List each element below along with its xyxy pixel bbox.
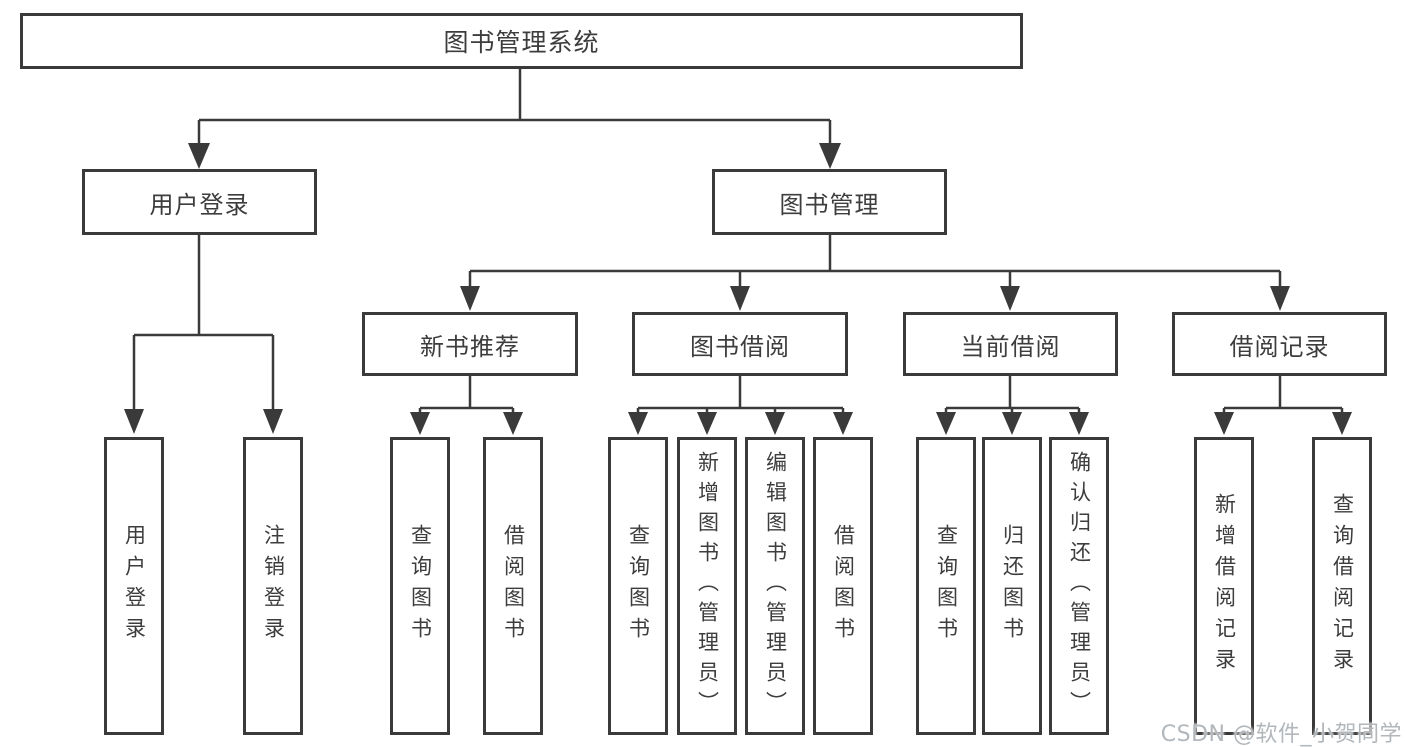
node-current-borrowing: 当前借阅: [903, 312, 1118, 376]
leaf-bb-edit-books-admin: 编辑图书（管理员）: [745, 437, 805, 735]
leaf-label: 查询图书: [408, 524, 433, 648]
leaf-br-add-record: 新增借阅记录: [1194, 437, 1254, 735]
leaf-user-login: 用户登录: [104, 437, 164, 735]
leaf-bb-borrow-books: 借阅图书: [813, 437, 873, 735]
node-label: 当前借阅: [960, 332, 1061, 361]
leaf-label: 查询图书: [626, 524, 651, 648]
node-label: 图书管理: [779, 190, 880, 219]
leaf-label: 借阅图书: [831, 524, 856, 648]
leaf-label: 注销登录: [261, 524, 286, 648]
connector-book-borrow-to-leaves: [628, 376, 853, 435]
connector-new-book-to-leaves: [410, 376, 523, 435]
leaf-label: 用户登录: [122, 524, 147, 648]
node-book-borrowing: 图书借阅: [632, 312, 848, 376]
leaf-label: 新增借阅记录: [1212, 493, 1237, 679]
leaf-cb-confirm-return-admin: 确认归还（管理员）: [1049, 437, 1109, 735]
leaf-label: 查询借阅记录: [1330, 493, 1355, 679]
leaf-bb-add-books-admin: 新增图书（管理员）: [677, 437, 737, 735]
leaf-label: 编辑图书（管理员）: [763, 451, 788, 721]
node-label: 借阅记录: [1229, 332, 1330, 361]
node-book-management: 图书管理: [712, 169, 947, 235]
leaf-label: 归还图书: [1000, 524, 1025, 648]
leaf-label: 新增图书（管理员）: [695, 451, 720, 721]
connector-current-borrow-to-leaves: [936, 376, 1089, 435]
node-label: 用户登录: [149, 190, 250, 219]
node-label: 图书管理系统: [443, 28, 600, 57]
node-label: 新书推荐: [420, 332, 520, 361]
node-library-management-system: 图书管理系统: [20, 13, 1023, 69]
connector-book-management-to-level3: [460, 235, 1290, 311]
node-label: 图书借阅: [690, 332, 790, 361]
csdn-watermark: CSDN @软件_小贺同学: [1160, 722, 1402, 747]
leaf-nbr-query-books: 查询图书: [390, 437, 450, 735]
leaf-label: 查询图书: [934, 524, 959, 648]
leaf-label: 确认归还（管理员）: [1067, 451, 1092, 721]
leaf-nbr-borrow-books: 借阅图书: [483, 437, 543, 735]
leaf-label: 借阅图书: [501, 524, 526, 648]
connector-user-login-to-leaves: [124, 235, 283, 434]
leaf-cb-query-books: 查询图书: [916, 437, 976, 735]
node-new-book-recommendation: 新书推荐: [362, 312, 578, 376]
node-borrowing-records: 借阅记录: [1172, 312, 1387, 376]
leaf-bb-query-books: 查询图书: [608, 437, 668, 735]
node-user-login: 用户登录: [82, 169, 317, 235]
leaf-br-query-record: 查询借阅记录: [1312, 437, 1372, 735]
connector-borrow-records-to-leaves: [1214, 376, 1352, 435]
leaf-cb-return-books: 归还图书: [982, 437, 1042, 735]
connector-root-to-level2: [188, 69, 841, 169]
leaf-logout: 注销登录: [243, 437, 303, 735]
